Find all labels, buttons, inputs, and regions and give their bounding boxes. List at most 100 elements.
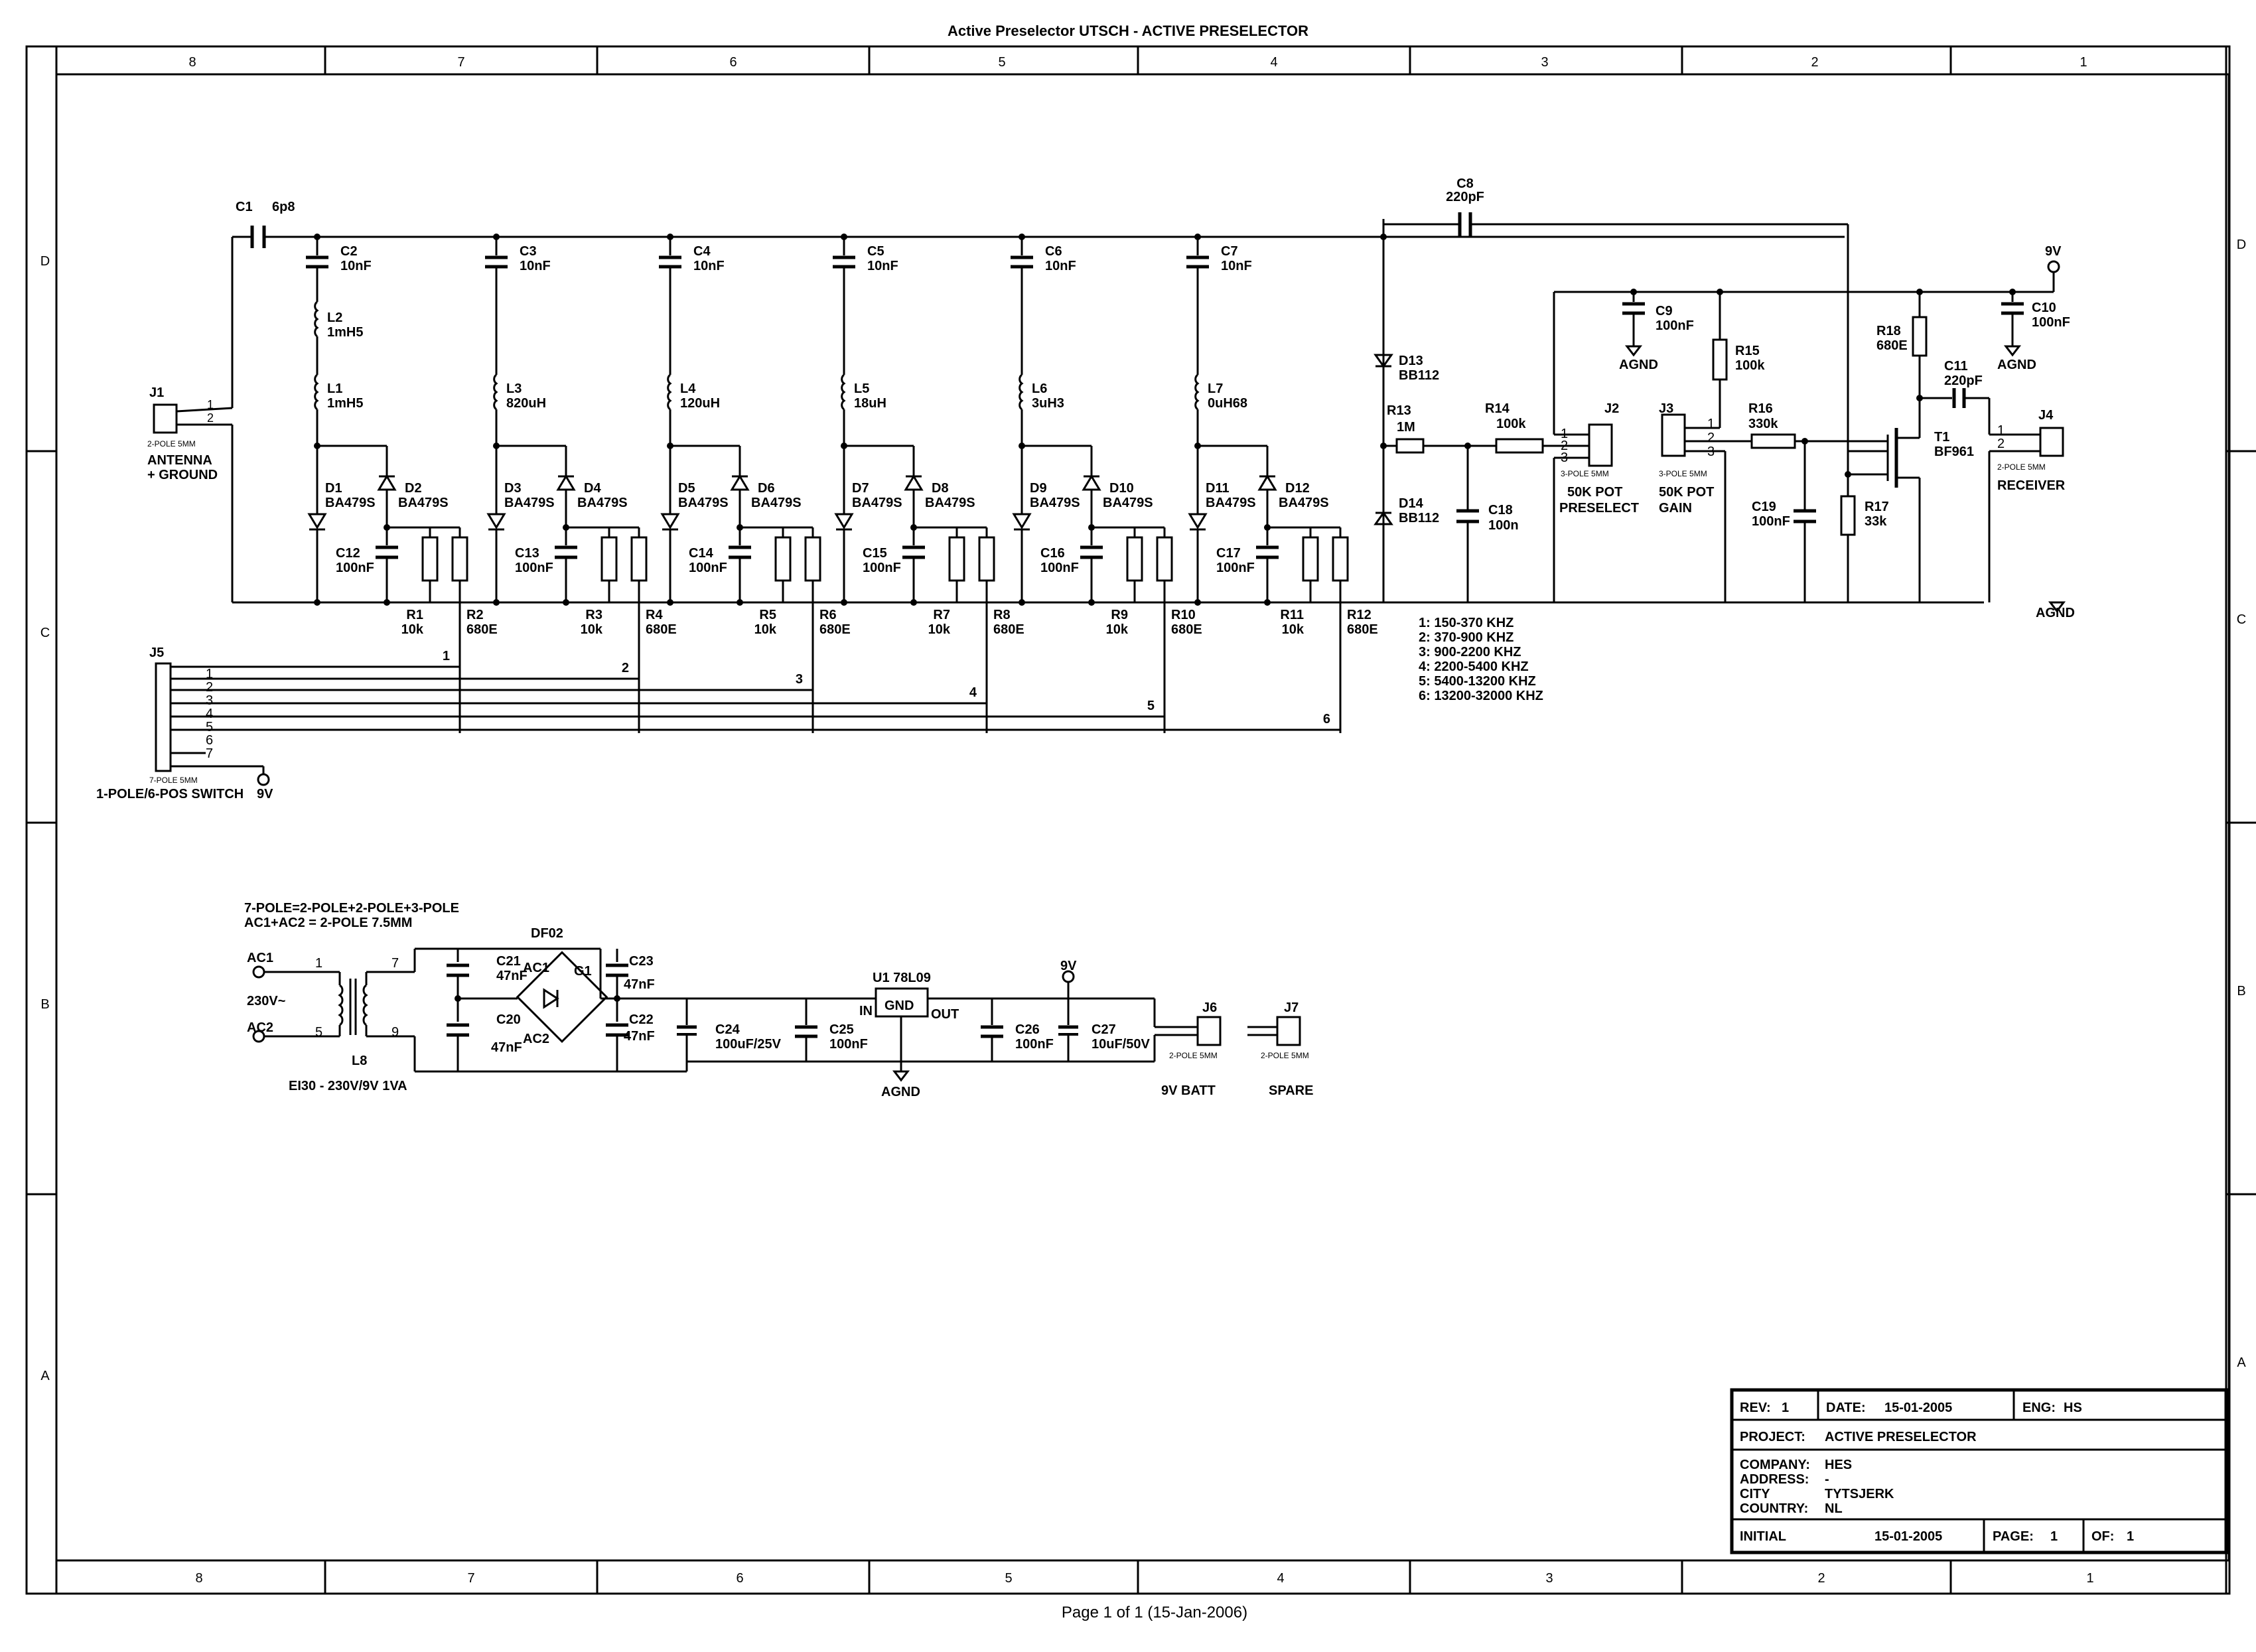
c21-value: 47nF [496,969,528,983]
mains-label: 230V~ [247,994,285,1008]
filter-res-value: 680E [1171,622,1202,637]
row-label-right: A [2237,1355,2246,1370]
t1-value: BF961 [1934,445,1974,459]
filter-diode-ref: D12 [1285,481,1310,496]
filter-cap-ref: C6 [1045,244,1062,259]
c25-value: 100nF [829,1037,868,1052]
filter-ind-value: 0uH68 [1208,396,1247,411]
r16-value: 330k [1748,417,1778,431]
band-list: 1: 150-370 KHZ 2: 370-900 KHZ 3: 900-220… [1419,616,1543,703]
filter-diode-ref: D6 [758,481,775,496]
agnd-label: AGND [2036,606,2075,620]
j3-pin: 1 [1707,417,1715,431]
filter-diode-value: BA479S [925,496,975,510]
band-item: 3: 900-2200 KHZ [1419,645,1521,659]
u1-out: OUT [931,1007,959,1022]
l8-pin: 9 [391,1025,399,1040]
filter-res-value: 680E [646,622,677,637]
band-item: 2: 370-900 KHZ [1419,630,1514,645]
j3-ref: J3 [1659,401,1673,416]
filter-diode-value: BA479S [325,496,376,510]
j3-pin: 2 [1707,431,1715,445]
c9-gnd: AGND [1619,358,1658,372]
j3-label-1: 50K POT [1659,485,1714,500]
column-label: 6 [729,55,737,70]
supply-9v-label: 9V [2045,244,2062,259]
column-label: 8 [195,1571,202,1586]
j2-ref: J2 [1604,401,1619,416]
filter-ind-value: 3uH3 [1032,396,1064,411]
r17-value: 33k [1865,514,1887,529]
tb-address: - [1825,1472,1829,1487]
row-label-left: C [40,626,50,640]
j1-pin: 1 [207,398,214,411]
filter-diode-ref: D7 [852,481,869,496]
l8-pin: 1 [315,956,322,971]
j2-type: 3-POLE 5MM [1561,469,1609,478]
filter-diode-value: BA479S [852,496,902,510]
column-label: 2 [1817,1571,1825,1586]
rf-main-wiring [231,236,1984,604]
c26-ref: C26 [1015,1022,1040,1037]
j6-type: 2-POLE 5MM [1169,1051,1218,1060]
filter-ind-ref: L4 [680,381,696,396]
filter-diode-ref: D10 [1109,481,1134,496]
ac2-label: AC2 [247,1020,273,1035]
column-label: 5 [998,55,1005,70]
j2-label-1: 50K POT [1567,485,1622,500]
frame-column-labels-bottom: 8 7 6 5 4 3 2 1 [195,1571,2093,1586]
filter-cap-value: 10nF [1221,259,1252,273]
filter-diode-ref: D5 [678,481,695,496]
filter-res-value: 10k [401,622,424,637]
filter-diode-ref: D11 [1206,481,1230,496]
j2-pin: 2 [1561,439,1568,453]
r17-ref: R17 [1865,500,1889,514]
frame-column-labels-top: 8 7 6 5 4 3 2 1 [188,55,2087,70]
psu-9v: 9V [1060,959,1077,973]
filter-res-ref: R5 [759,608,776,622]
filter-res-ref: R2 [466,608,484,622]
j1-pin: 2 [207,411,214,425]
filter-ind-value: 820uH [506,396,546,411]
filter-ind-ref: L1 [327,381,342,396]
c23-value: 47nF [624,977,655,992]
filter-cap-ref: C14 [689,546,714,561]
filter-stage: C410nFL4120uHD5BA479SD6BA479SC14100nFR51… [659,234,851,733]
r18-value: 680E [1876,338,1908,353]
filter-cap-value: 10nF [520,259,551,273]
l8-pin: 7 [391,956,399,971]
row-label-right: B [2237,984,2245,998]
c26-value: 100nF [1015,1037,1054,1052]
filter-diode-value: BA479S [1030,496,1080,510]
column-label: 3 [1541,55,1548,70]
row-label-right: C [2237,612,2246,627]
filter-diode-value: BA479S [577,496,628,510]
filter-ind-value: 18uH [854,396,886,411]
column-label: 1 [2080,55,2087,70]
df02-ref: DF02 [531,926,563,941]
filter-res-ref: R3 [585,608,602,622]
column-label: 8 [188,55,196,70]
j5-supply: 9V [257,787,273,801]
c9-ref: C9 [1656,304,1673,318]
column-label: 4 [1277,1571,1284,1586]
capacitor-c8: C8 220pF [1382,176,1849,451]
c8-value: 220pF [1446,190,1484,204]
filter-switch-num: 5 [1147,699,1155,713]
capacitor-c1: C1 6p8 [236,200,295,248]
filter-cap-ref: C4 [693,244,711,259]
j5-pin: 3 [206,693,213,708]
j3-label-2: GAIN [1659,501,1692,516]
c20-value: 47nF [491,1040,522,1055]
l8-value: EI30 - 230V/9V 1VA [289,1079,407,1093]
c11-ref: C11 [1944,359,1968,374]
filter-ind-ref: L3 [506,381,522,396]
filter-diode-ref: D9 [1030,481,1047,496]
filter-res-ref: R4 [646,608,663,622]
j5-pin: 7 [206,746,213,761]
tb-initial-label: INITIAL [1740,1529,1786,1544]
tb-rev-label: REV: [1740,1401,1771,1415]
j5-pin: 6 [206,733,213,748]
filter-ind-ref: L7 [1208,381,1223,396]
